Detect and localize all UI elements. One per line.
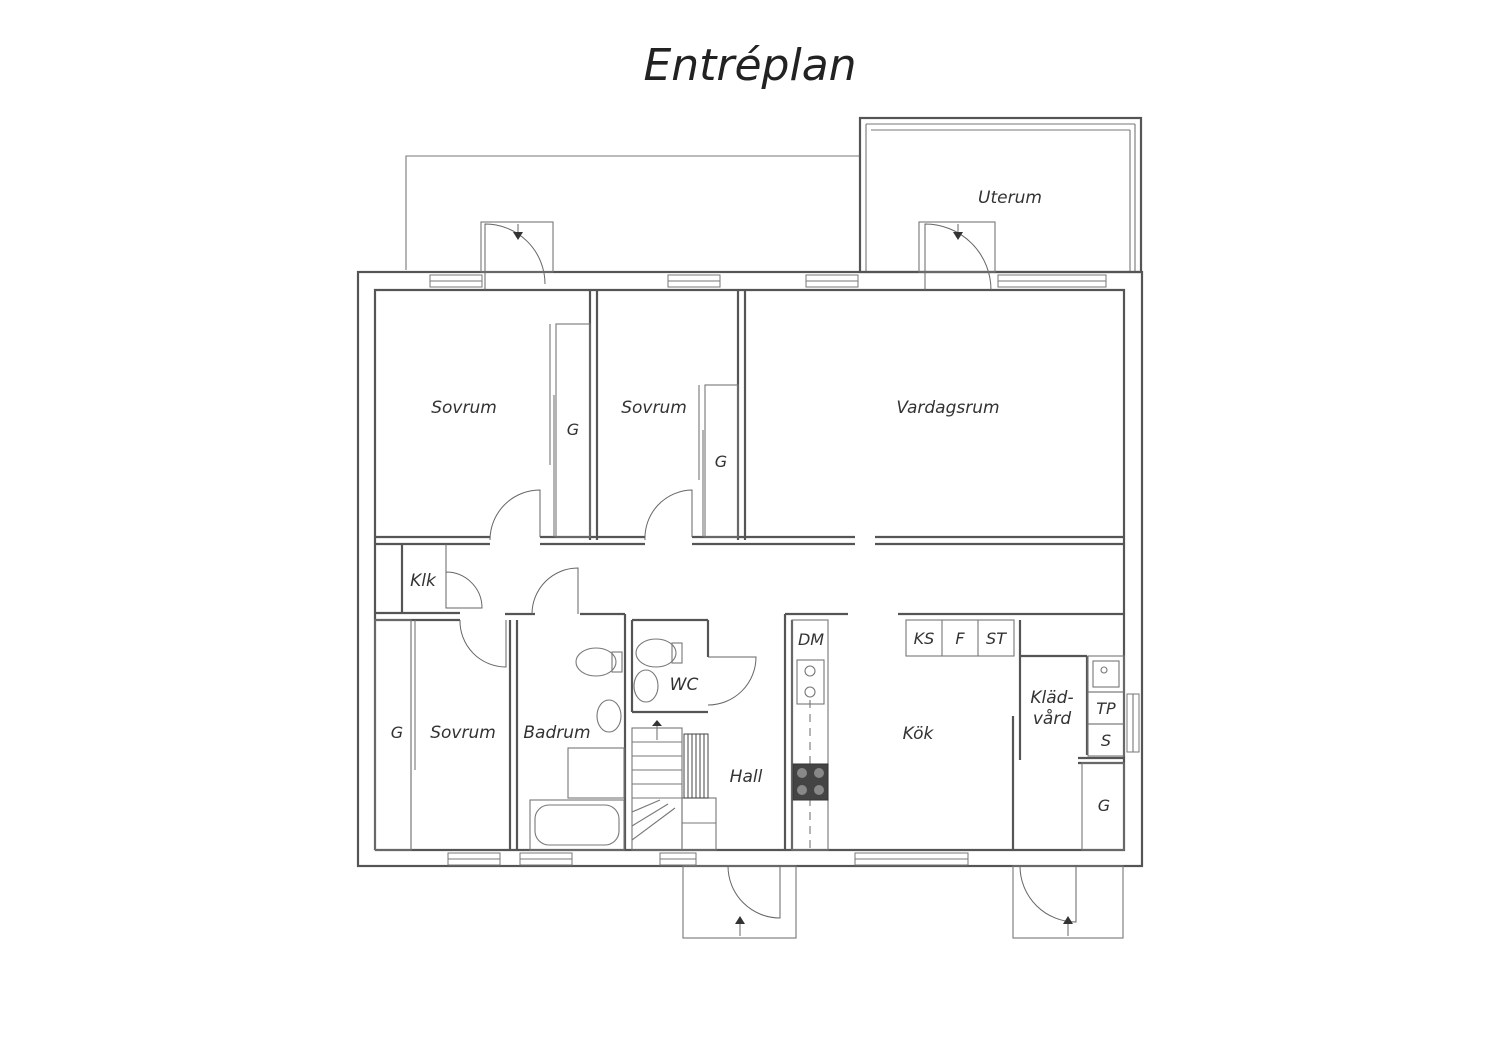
room-label-klk: Klk bbox=[410, 571, 437, 591]
fixture-label-s: S bbox=[1101, 731, 1111, 750]
kitchen-cabinets bbox=[905, 619, 1015, 657]
fixture-label-g-sovrum-2: G bbox=[715, 452, 727, 471]
fixture-label-g-sovrum-1: G bbox=[567, 420, 579, 439]
fixture-label-dm: DM bbox=[798, 630, 824, 649]
fixture-label-f: F bbox=[955, 629, 965, 648]
room-label-sovrum-3: Sovrum bbox=[430, 723, 496, 743]
laundry-fixtures bbox=[1087, 655, 1125, 757]
room-label-uterum: Uterum bbox=[978, 188, 1042, 208]
windows bbox=[429, 274, 1140, 866]
fixture-label-g-kladvard: G bbox=[1098, 796, 1110, 815]
room-label-wc: WC bbox=[670, 675, 699, 695]
room-label-sovrum-1: Sovrum bbox=[431, 398, 497, 418]
wardrobes bbox=[374, 323, 1125, 851]
staircase bbox=[631, 720, 717, 851]
room-label-hall: Hall bbox=[730, 767, 763, 787]
room-label-sovrum-2: Sovrum bbox=[621, 398, 687, 418]
fixture-label-tp: TP bbox=[1096, 699, 1116, 718]
terrace-outline bbox=[405, 155, 860, 270]
fixture-label-ks: KS bbox=[914, 629, 935, 648]
page-title: Entréplan bbox=[643, 40, 857, 91]
kitchen-counter bbox=[791, 619, 829, 851]
interior-walls bbox=[375, 290, 1124, 850]
room-label-vardagsrum: Vardagsrum bbox=[896, 398, 999, 418]
room-label-kok: Kök bbox=[903, 724, 935, 744]
room-label-kladvard-line2: vård bbox=[1033, 708, 1071, 729]
fixture-label-g-sovrum-3: G bbox=[391, 723, 403, 742]
room-label-kladvard-line1: Kläd- bbox=[1030, 688, 1073, 708]
room-label-badrum: Badrum bbox=[523, 723, 590, 743]
fixture-label-st: ST bbox=[986, 629, 1007, 648]
doors bbox=[445, 221, 1124, 939]
bathroom-fixtures bbox=[529, 638, 683, 851]
